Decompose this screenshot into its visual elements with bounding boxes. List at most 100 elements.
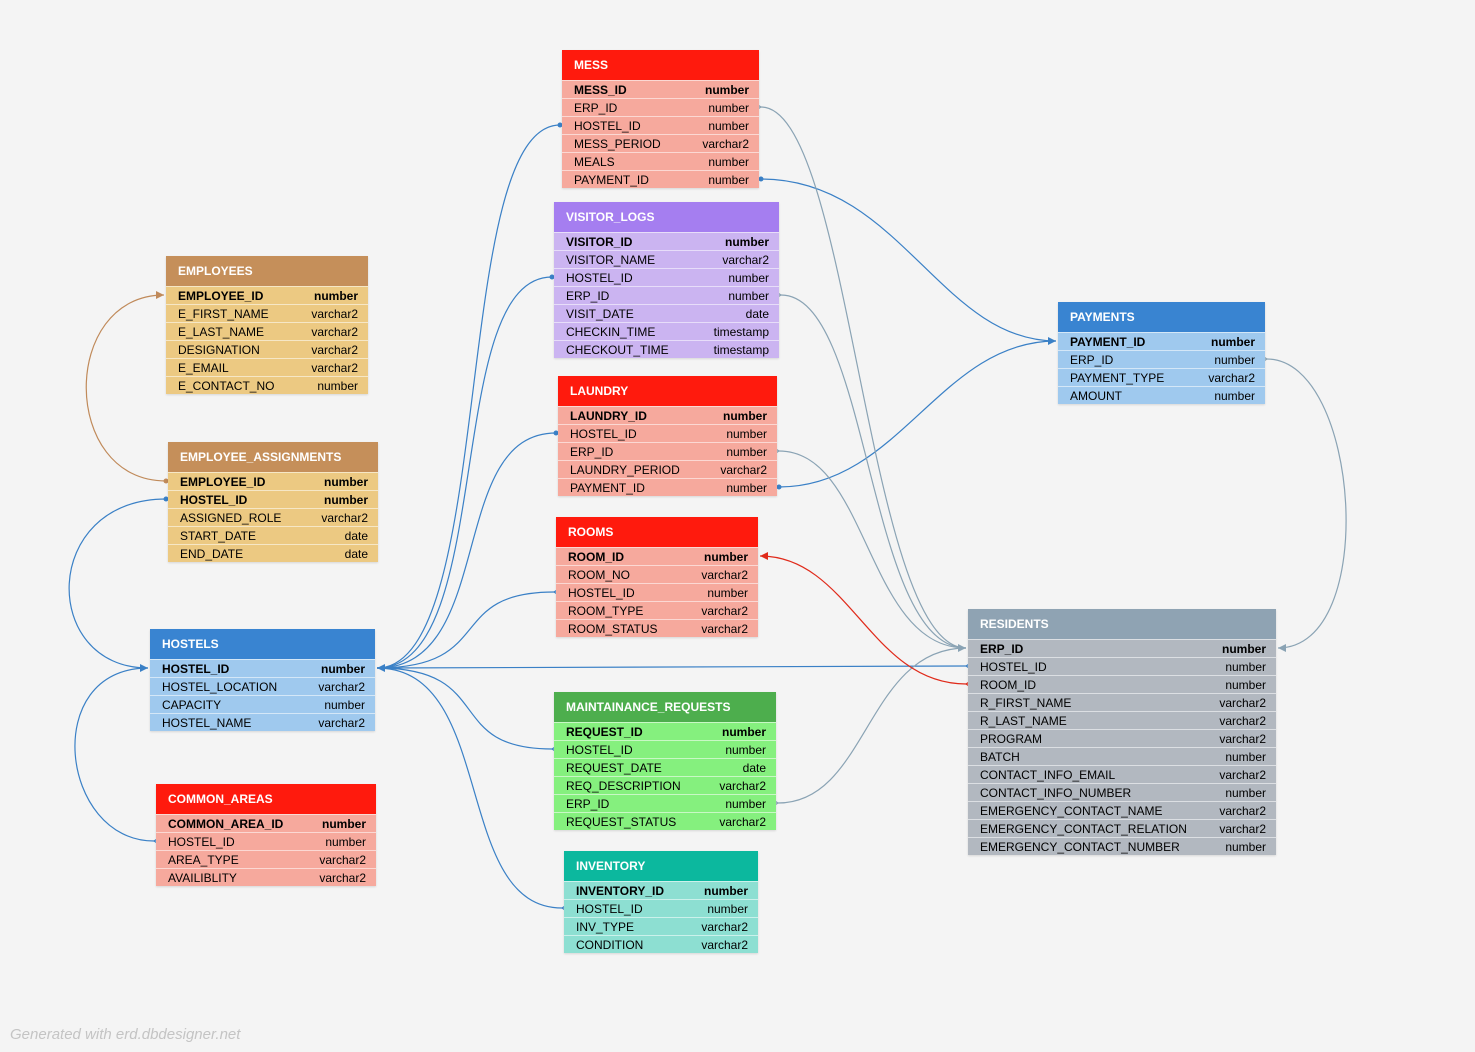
table-title[interactable]: EMPLOYEES bbox=[166, 256, 368, 286]
table-title[interactable]: MESS bbox=[562, 50, 759, 80]
table-title[interactable]: MAINTAINANCE_REQUESTS bbox=[554, 692, 776, 722]
table-title[interactable]: INVENTORY bbox=[564, 851, 758, 881]
column-type: number bbox=[323, 475, 368, 489]
table-title[interactable]: VISITOR_LOGS bbox=[554, 202, 779, 232]
arrow-head-icon bbox=[156, 291, 164, 299]
table-title[interactable]: HOSTELS bbox=[150, 629, 375, 659]
table-title[interactable]: RESIDENTS bbox=[968, 609, 1276, 639]
table-title[interactable]: COMMON_AREAS bbox=[156, 784, 376, 814]
column-type: number bbox=[1214, 389, 1255, 403]
table-title[interactable]: ROOMS bbox=[556, 517, 758, 547]
column-type: number bbox=[1225, 660, 1266, 674]
table-title[interactable]: EMPLOYEE_ASSIGNMENTS bbox=[168, 442, 378, 472]
generator-footer: Generated with erd.dbdesigner.net bbox=[10, 1026, 241, 1043]
table-title[interactable]: PAYMENTS bbox=[1058, 302, 1265, 332]
column-name: ROOM_STATUS bbox=[568, 622, 658, 636]
column-type: date bbox=[344, 547, 368, 561]
table-title[interactable]: LAUNDRY bbox=[558, 376, 777, 406]
column-name: E_FIRST_NAME bbox=[178, 307, 269, 321]
